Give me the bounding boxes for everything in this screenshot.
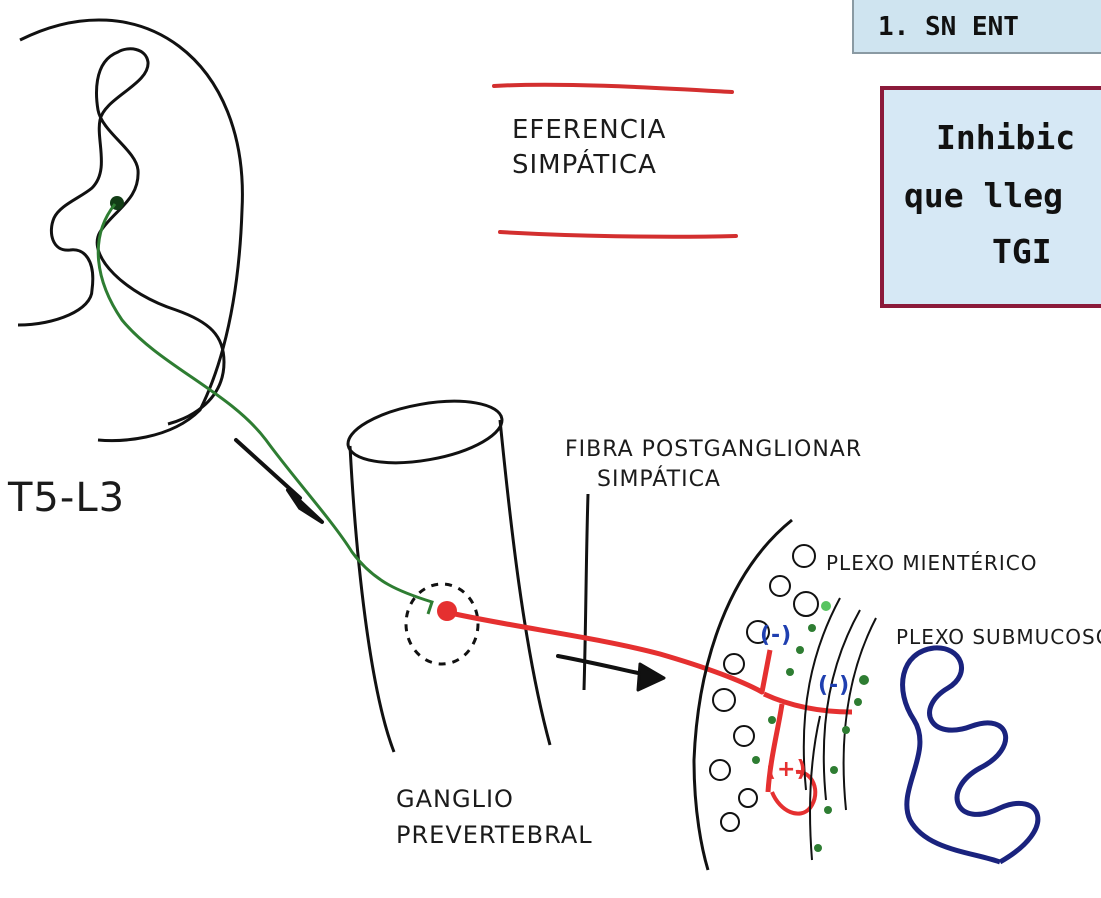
ganglion-cylinder-top [343,391,506,473]
segment-label: T5-L3 [8,476,125,520]
inhibition-mark-submucosal: (-) [818,674,850,698]
spinal-cord-outline [20,20,242,441]
ganglion-label: GANGLIO PREVERTEBRAL [396,786,593,849]
title-bottom-line [500,232,736,237]
postganglionic-label: FIBRA POSTGANGLIONAR SIMPÁTICA [565,438,862,492]
arrow-to-ganglion-shaft [236,440,300,498]
efferent-title-line-2: SIMPÁTICA [512,151,666,180]
myenteric-plexus-label: PLEXO MIENTÉRICO [826,552,1037,574]
postganglionic-label-line-2: SIMPÁTICA [597,468,862,492]
title-top-line [494,85,732,92]
inhibition-callout: Inhibic que lleg TGI [880,86,1101,308]
inhibition-mark-myenteric: (-) [760,624,792,648]
preganglionic-fiber [98,204,432,614]
gut-wall-outer [694,520,792,870]
excitation-mark: (+) [766,758,808,782]
submucosal-plexus-label: PLEXO SUBMUCOSO [896,626,1101,648]
postganglionic-label-line-1: FIBRA POSTGANGLIONAR [565,438,862,462]
postganglionic-neuron-body [437,601,457,621]
callout-line-1: Inhibic [936,118,1075,157]
mucosa-villi [903,648,1038,862]
postganglionic-fiber [455,614,770,692]
ganglion-cylinder-right [500,420,550,745]
section-header: 1. SN ENT [852,0,1101,54]
ganglion-cylinder-left [350,446,394,752]
efferent-title-line-1: EFERENCIA [512,116,666,145]
ganglion-label-line-1: GANGLIO [396,786,593,812]
section-header-title: 1. SN ENT [878,12,1019,42]
arrow-to-gut-head [638,664,664,690]
callout-line-2: que lleg [904,176,1063,215]
ganglion-label-line-2: PREVERTEBRAL [396,822,593,848]
efferent-title: EFERENCIA SIMPÁTICA [512,116,666,179]
callout-line-3: TGI [992,232,1052,271]
gut-muscle-lines [804,598,876,860]
spinal-cord-gray-matter [18,49,224,424]
